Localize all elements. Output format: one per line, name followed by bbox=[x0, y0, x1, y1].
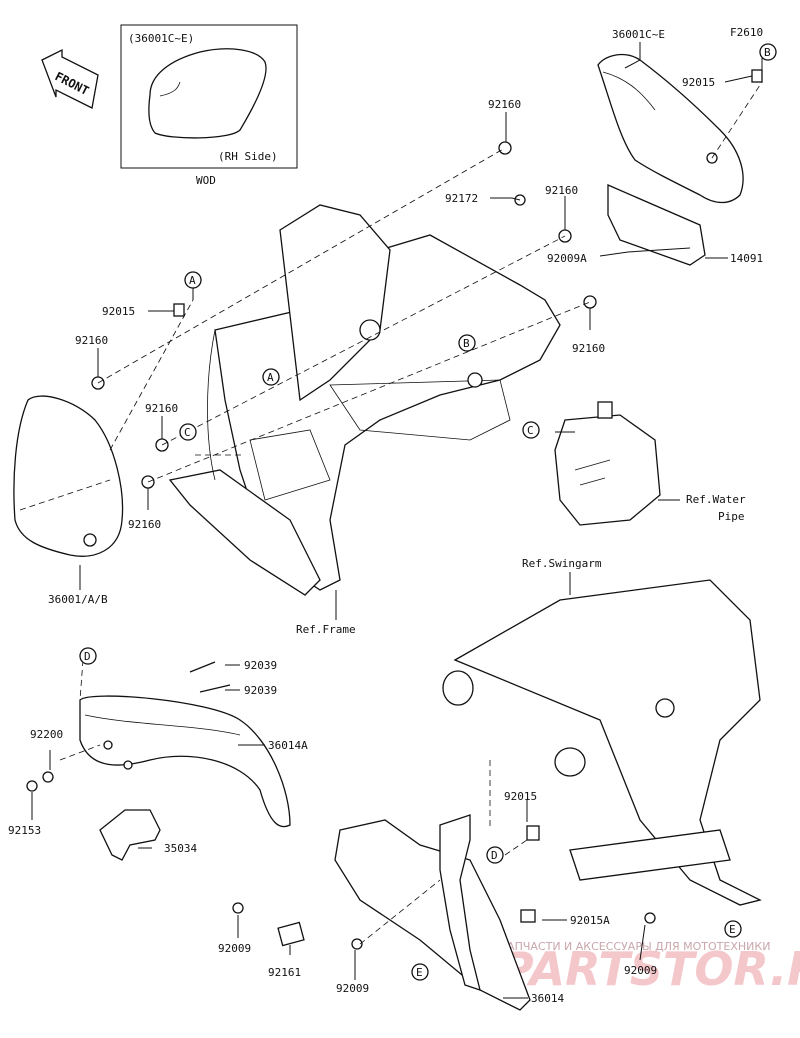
side-cover-right-shape bbox=[597, 53, 744, 204]
label-ref-swingarm: Ref.Swingarm bbox=[522, 557, 602, 570]
watermark-tagline: ЗАПЧАСТИ И АКСЕССУАРЫ ДЛЯ МОТОТЕХНИКИ bbox=[500, 940, 770, 953]
callout-c-right: C bbox=[522, 421, 540, 439]
swingarm-shape bbox=[442, 579, 762, 906]
part-labels: 36001C~E 92015 92160 92160 92172 92009A … bbox=[8, 28, 763, 1005]
label-92161: 92161 bbox=[268, 966, 301, 979]
callout-b-top: B bbox=[759, 43, 777, 61]
label-92009a: 92009A bbox=[547, 252, 587, 265]
label-92009-c: 92009 bbox=[624, 964, 657, 977]
inset-side-label: (RH Side) bbox=[218, 150, 278, 163]
front-arrow-icon: FRONT bbox=[41, 48, 99, 109]
chain-guard-36014A-shape bbox=[79, 695, 291, 828]
watermark-brand: PARTSTOR.RU bbox=[500, 942, 800, 996]
label-92160-left-top: 92160 bbox=[75, 334, 108, 347]
side-cover-left-shape bbox=[13, 395, 124, 557]
callout-e-right-label: E bbox=[729, 923, 736, 936]
leader-lines bbox=[31, 42, 763, 999]
label-92160-left-mid: 92160 bbox=[145, 402, 178, 415]
callout-c-left-label: C bbox=[184, 426, 191, 439]
label-92015a: 92015A bbox=[570, 914, 610, 927]
label-92039-a: 92039 bbox=[244, 659, 277, 672]
callout-b-top-label: B bbox=[764, 46, 771, 59]
bracket-35034-shape bbox=[99, 809, 161, 861]
label-92039-b: 92039 bbox=[244, 684, 277, 697]
callout-d-left-label: D bbox=[84, 650, 91, 663]
side-cover-rh-shape bbox=[148, 48, 267, 139]
callout-e-right: E bbox=[724, 920, 742, 938]
label-92009-a: 92009 bbox=[218, 942, 251, 955]
label-36001ce-top: 36001C~E bbox=[612, 28, 665, 41]
label-92015-c: 92015 bbox=[504, 790, 537, 803]
inset-note: WOD bbox=[196, 174, 216, 187]
lower-guard-36014-shape bbox=[334, 819, 531, 1011]
frame-shape bbox=[168, 204, 561, 596]
callout-d-right: D bbox=[486, 846, 504, 864]
label-92200: 92200 bbox=[30, 728, 63, 741]
assembly-dashes bbox=[19, 81, 763, 945]
callout-c-right-label: C bbox=[527, 424, 534, 437]
label-92160-top: 92160 bbox=[488, 98, 521, 111]
label-92172: 92172 bbox=[445, 192, 478, 205]
callout-a-frame: A bbox=[262, 368, 280, 386]
callout-c-left: C bbox=[179, 423, 197, 441]
callout-d-left: D bbox=[79, 647, 97, 665]
label-35034: 35034 bbox=[164, 842, 197, 855]
label-36001ab: 36001/A/B bbox=[48, 593, 108, 606]
callout-e-left: E bbox=[411, 963, 429, 981]
label-14091: 14091 bbox=[730, 252, 763, 265]
label-92009-b: 92009 bbox=[336, 982, 369, 995]
callout-a-top-label: A bbox=[189, 274, 196, 287]
callout-a-top: A bbox=[184, 271, 202, 289]
figure-code: F2610 bbox=[730, 26, 763, 39]
label-92160-right: 92160 bbox=[572, 342, 605, 355]
label-92015-b: 92015 bbox=[682, 76, 715, 89]
label-ref-water-pipe: Pipe bbox=[718, 510, 745, 523]
label-92153: 92153 bbox=[8, 824, 41, 837]
label-36014a: 36014A bbox=[268, 739, 308, 752]
label-ref-water: Ref.Water bbox=[686, 493, 746, 506]
callout-a-frame-label: A bbox=[267, 371, 274, 384]
label-92160-left-low: 92160 bbox=[128, 518, 161, 531]
callout-b-frame: B bbox=[458, 334, 476, 352]
callout-d-right-label: D bbox=[491, 849, 498, 862]
label-36014: 36014 bbox=[531, 992, 564, 1005]
bracket-14091-shape bbox=[607, 184, 706, 266]
label-92160-mid: 92160 bbox=[545, 184, 578, 197]
label-ref-frame: Ref.Frame bbox=[296, 623, 356, 636]
inset-panel: (36001C~E) (RH Side) WOD bbox=[120, 24, 298, 187]
water-pipe-cover-shape bbox=[554, 401, 661, 526]
label-92015-a: 92015 bbox=[102, 305, 135, 318]
callout-e-left-label: E bbox=[416, 966, 423, 979]
inset-title: (36001C~E) bbox=[128, 32, 194, 45]
callout-b-frame-label: B bbox=[463, 337, 470, 350]
